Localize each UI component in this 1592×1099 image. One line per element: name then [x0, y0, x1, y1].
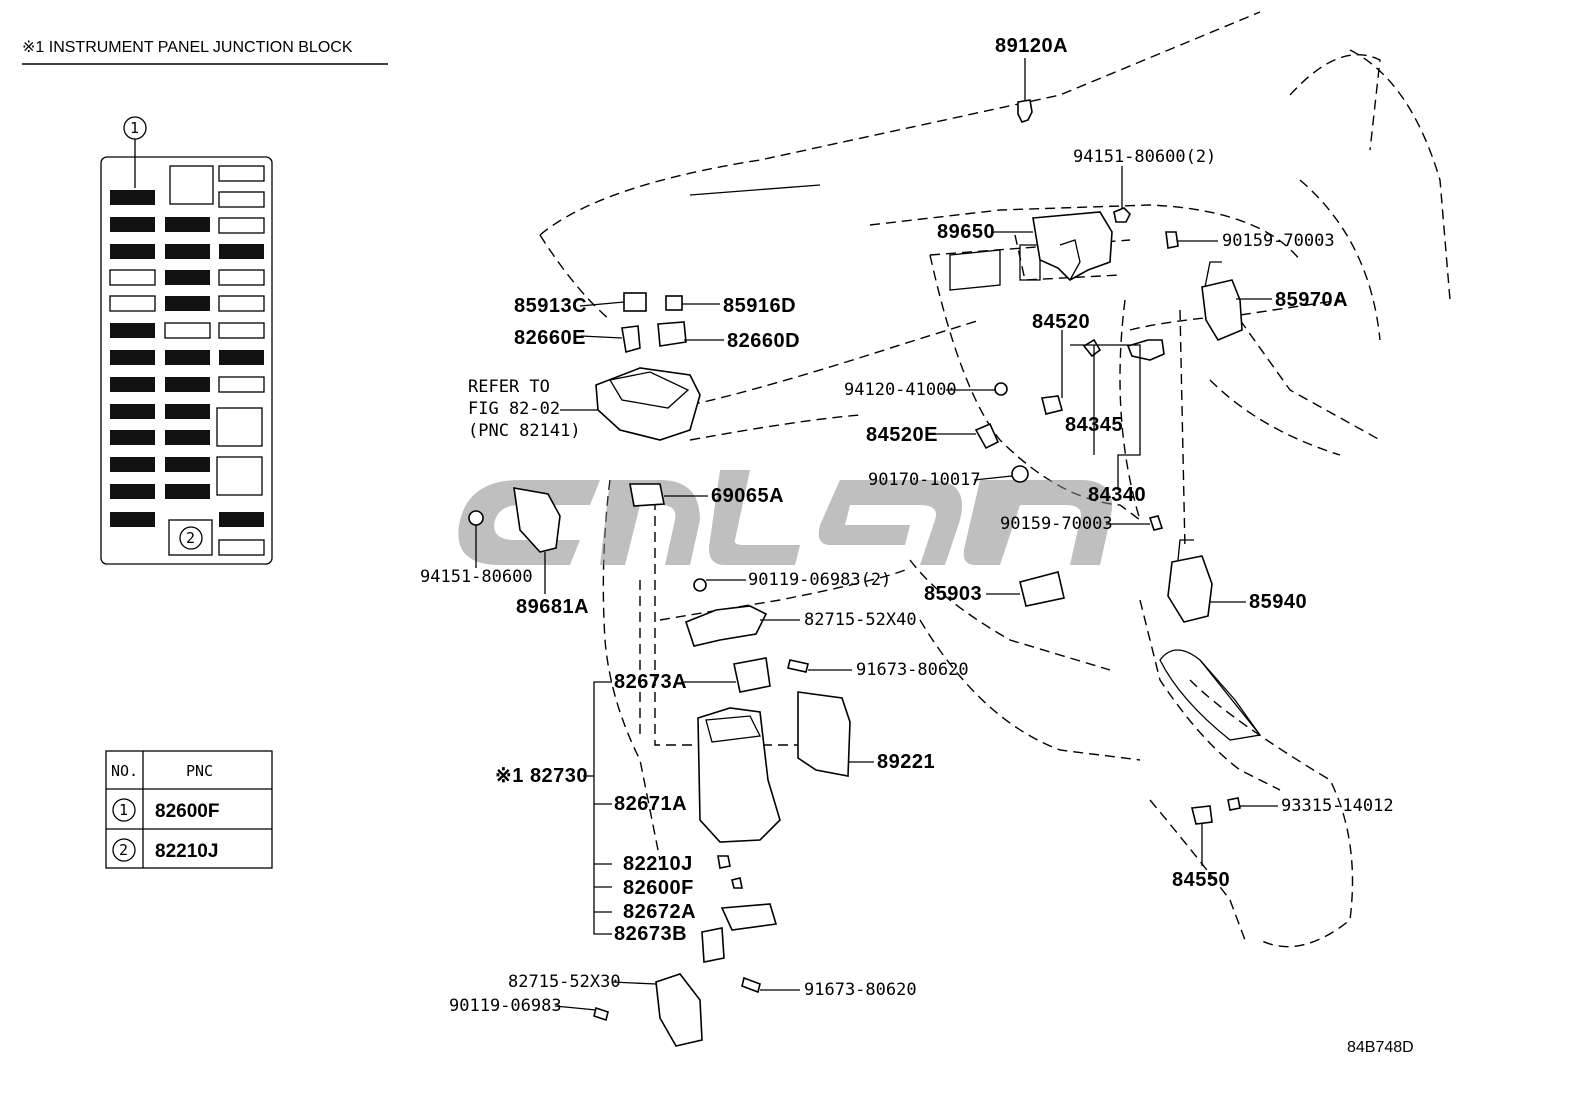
label-89681A: 89681A	[516, 596, 589, 618]
part-shapes	[468, 99, 1243, 1047]
diagram-title: ※1 INSTRUMENT PANEL JUNCTION BLOCK	[22, 39, 353, 56]
label-91673-80620-top: 91673-80620	[856, 660, 969, 680]
pnc-table-header-pnc: PNC	[186, 762, 213, 780]
label-90159-70003-mid: 90159-70003	[1000, 514, 1113, 534]
label-82600F: 82600F	[623, 877, 694, 899]
part-labels: 89120A 94151-80600(2) 89650 90159-70003 …	[420, 35, 1394, 1016]
label-85916D: 85916D	[723, 295, 796, 317]
label-84340: 84340	[1088, 484, 1146, 506]
fuse-callout-2: 2	[186, 529, 195, 547]
label-82671A: 82671A	[614, 793, 687, 815]
pnc-table-row-1-no: 1	[119, 801, 128, 819]
label-94120-41000: 94120-41000	[844, 380, 957, 400]
label-82660E: 82660E	[514, 327, 586, 349]
pnc-table: NO. PNC 1 82600F 2 82210J	[105, 750, 273, 869]
label-85913C: 85913C	[514, 295, 587, 317]
label-84520: 84520	[1032, 311, 1090, 333]
label-90159-70003-top: 90159-70003	[1222, 231, 1335, 251]
label-89221: 89221	[877, 751, 935, 773]
refer-note-line-3: (PNC 82141)	[468, 421, 581, 441]
leader-lines	[475, 58, 1278, 1011]
label-84345: 84345	[1065, 414, 1123, 436]
label-82210J: 82210J	[623, 853, 693, 875]
pnc-table-header-no: NO.	[111, 762, 138, 780]
figure-code: 84B748D	[1347, 1039, 1414, 1056]
label-82715-52X40: 82715-52X40	[804, 610, 917, 630]
fuse-block: 1 2	[100, 116, 273, 565]
label-82660D: 82660D	[727, 330, 800, 352]
label-94151-80600: 94151-80600	[420, 567, 533, 587]
label-85970A: 85970A	[1275, 289, 1348, 311]
watermark-logo	[458, 470, 1112, 565]
label-85940: 85940	[1249, 591, 1307, 613]
label-89650: 89650	[937, 221, 995, 243]
label-82673A: 82673A	[614, 671, 687, 693]
fuse-callout-1: 1	[130, 119, 139, 137]
label-91673-80620-bottom: 91673-80620	[804, 980, 917, 1000]
label-84520E: 84520E	[866, 424, 938, 446]
label-82730: ※1 82730	[495, 765, 588, 787]
pnc-table-row-2-no: 2	[119, 841, 128, 859]
label-90119-06983: 90119-06983	[449, 996, 562, 1016]
label-90119-06983-2: 90119-06983(2)	[748, 570, 891, 590]
pnc-table-row-2-pnc: 82210J	[155, 841, 218, 862]
label-82715-52X30: 82715-52X30	[508, 972, 621, 992]
refer-note-line-2: FIG 82-02	[468, 399, 560, 419]
label-69065A: 69065A	[711, 485, 784, 507]
label-93315-14012: 93315-14012	[1281, 796, 1394, 816]
label-90170-10017: 90170-10017	[868, 470, 981, 490]
label-84550: 84550	[1172, 869, 1230, 891]
label-85903: 85903	[924, 583, 982, 605]
pnc-table-row-1-pnc: 82600F	[155, 801, 219, 822]
refer-note-line-1: REFER TO	[468, 377, 550, 397]
label-94151-80600-2: 94151-80600(2)	[1073, 147, 1216, 167]
label-82672A: 82672A	[623, 901, 696, 923]
label-82673B: 82673B	[614, 923, 687, 945]
label-89120A: 89120A	[995, 35, 1068, 57]
